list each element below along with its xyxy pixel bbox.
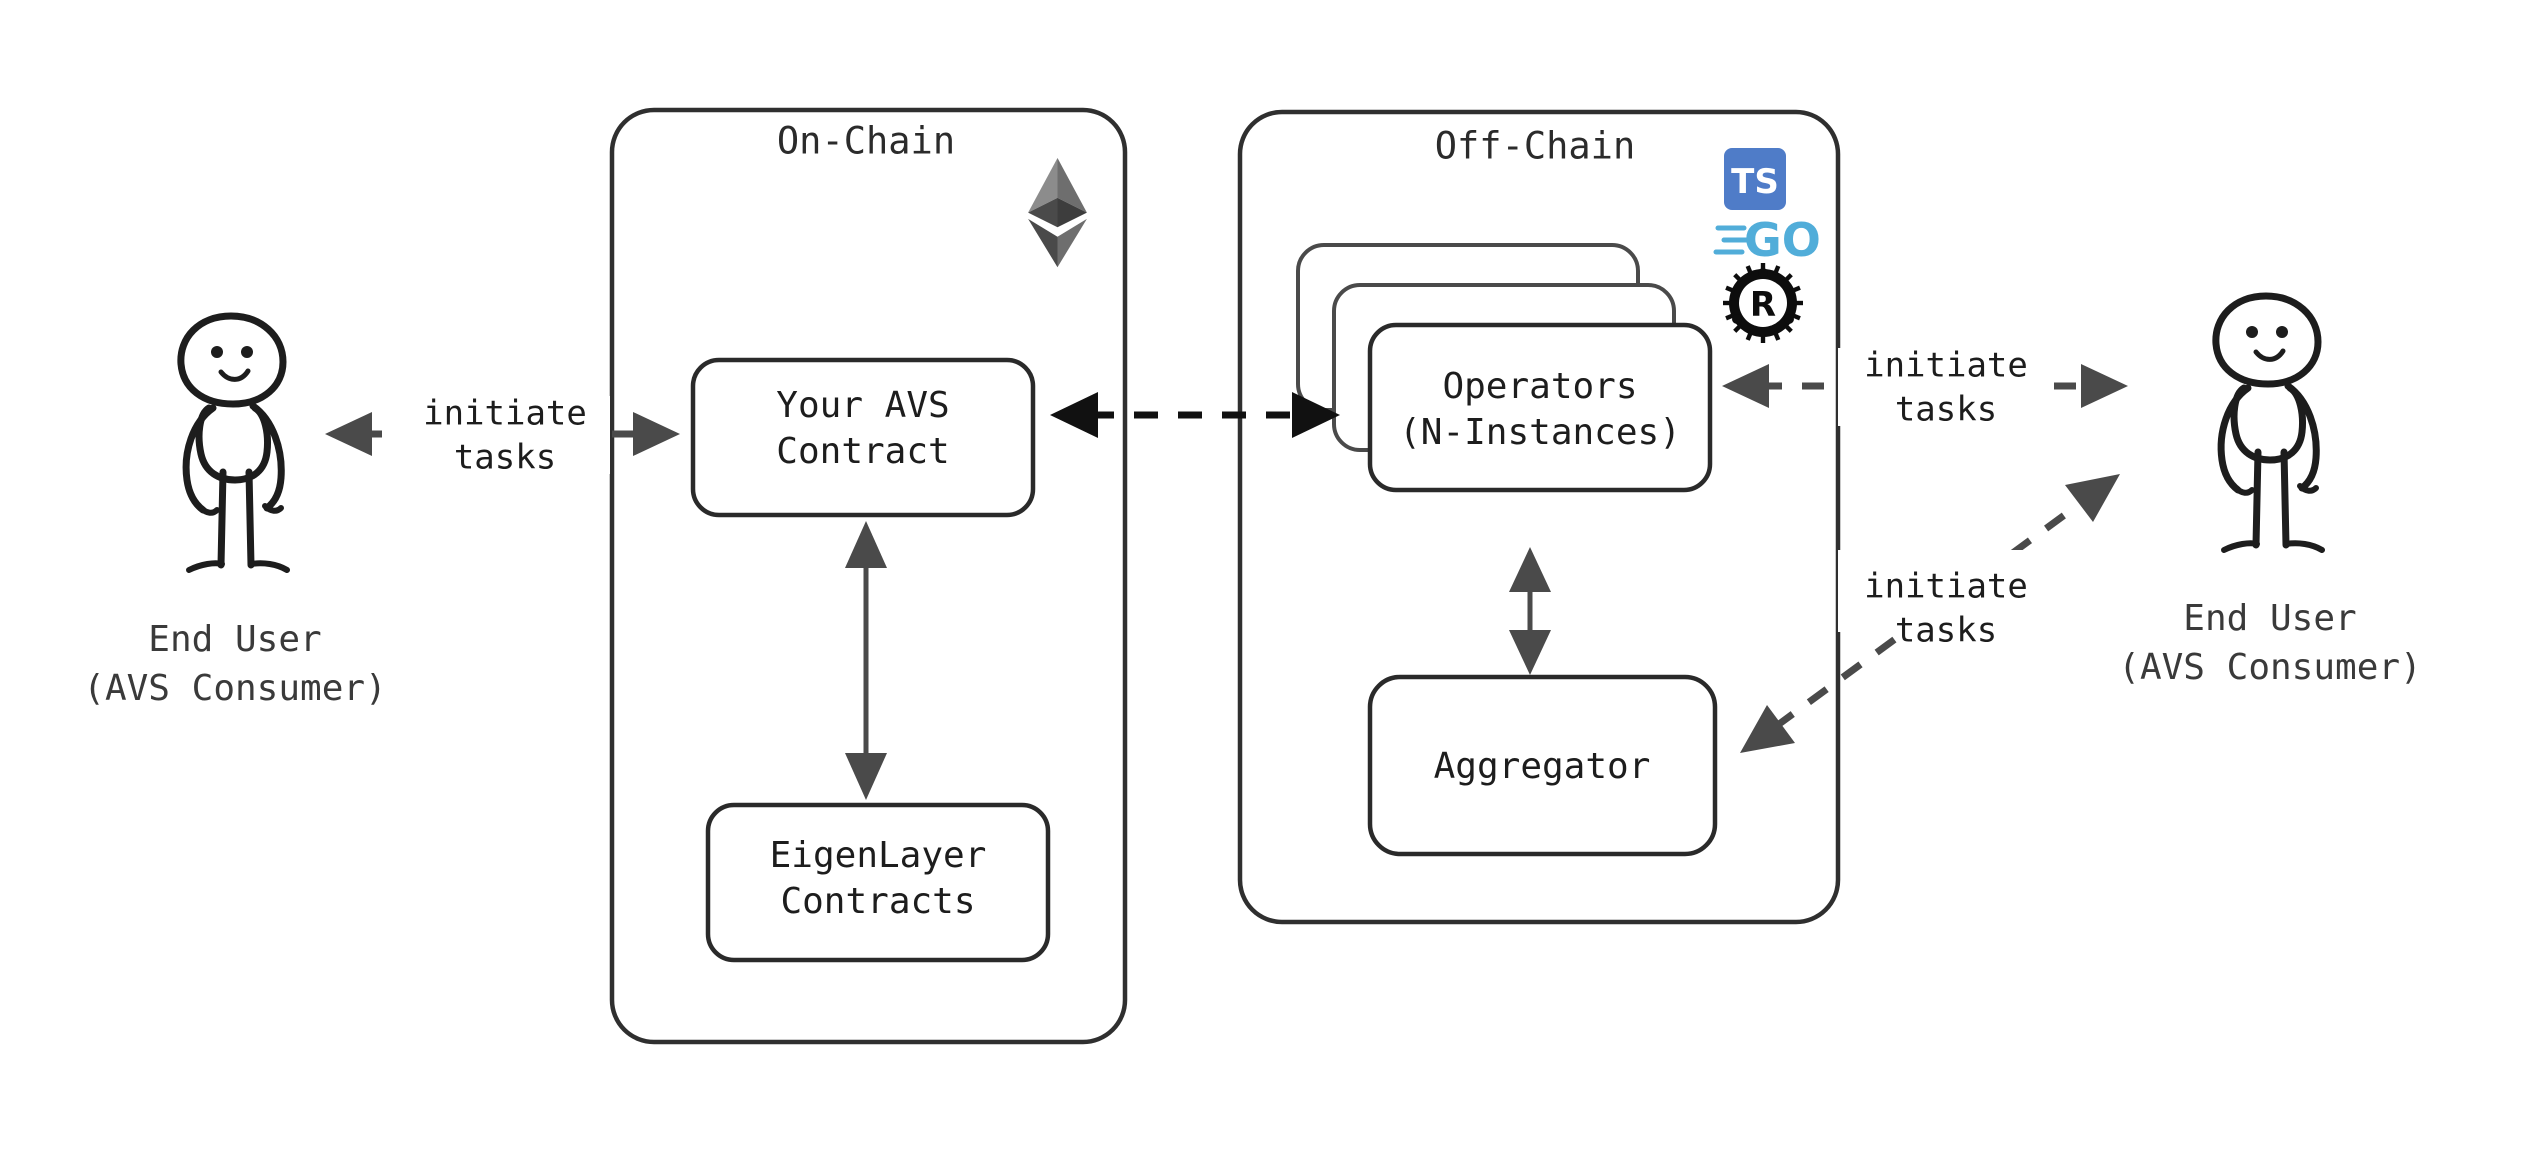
avatar-foot-right: [248, 560, 290, 573]
panel-on-chain-title: On-Chain: [777, 120, 955, 163]
node-your-avs-contract[interactable]: Your AVS Contract: [690, 357, 1036, 518]
avatar-arm-left: [2217, 384, 2252, 494]
avatar-eye-right: [2276, 326, 2288, 338]
node-eigenlayer-contracts-box[interactable]: [705, 802, 1051, 963]
panel-on-chain: On-Chain: [609, 107, 1128, 1045]
edge-left-user-to-avs: initiate tasks: [325, 394, 680, 478]
edge-left-user-to-avs-arrowhead-right: [633, 412, 680, 456]
edge-label-backing: [400, 396, 610, 474]
edge-avs-to-operators: [1050, 392, 1340, 438]
actor-end-user-right-line2: (AVS Consumer): [2118, 647, 2421, 688]
node-operators-box[interactable]: [1367, 322, 1713, 493]
panel-on-chain-border: [609, 107, 1128, 1045]
avatar-mouth: [2253, 348, 2286, 362]
edge-operators-to-aggregator-arrowhead-up: [1509, 547, 1551, 592]
go-logo-letters: GO: [1744, 213, 1821, 267]
node-eigenlayer-contracts-line1: EigenLayer: [770, 835, 987, 876]
edge-avs-to-eigenlayer-arrowhead-down: [845, 753, 887, 800]
typescript-logo-letters: TS: [1731, 162, 1779, 202]
edge-operators-to-right-user-label-line2: tasks: [1895, 390, 1997, 430]
edge-operators-to-aggregator: [1509, 547, 1551, 675]
avatar-hand-right: [262, 503, 284, 514]
avatar-body: [2230, 384, 2306, 464]
ethereum-logo: [1028, 158, 1087, 268]
node-aggregator-line1: Aggregator: [1434, 746, 1651, 787]
edge-operators-to-aggregator-arrowhead-down: [1509, 630, 1551, 675]
actor-end-user-right-line1: End User: [2183, 598, 2356, 639]
edge-aggregator-to-right-user-label-line2: tasks: [1895, 611, 1997, 651]
avatar-leg-left: [217, 468, 227, 569]
avatar-leg-right: [245, 468, 255, 569]
panel-off-chain-border: [1237, 109, 1841, 925]
avatar-foot-right: [2283, 540, 2325, 553]
avatar-head: [177, 312, 287, 408]
edge-avs-to-eigenlayer: [845, 521, 887, 800]
node-eigenlayer-contracts[interactable]: EigenLayer Contracts: [705, 802, 1051, 963]
edge-left-user-to-avs-label-line1: initiate: [423, 394, 587, 434]
edge-avs-to-operators-arrowhead-right: [1292, 392, 1340, 438]
avatar-arm-right: [249, 402, 285, 512]
node-aggregator-box[interactable]: [1367, 674, 1718, 857]
edge-aggregator-to-right-user: initiate tasks: [1740, 474, 2120, 753]
avatar-eye-left: [2246, 326, 2258, 338]
edge-operators-to-right-user-arrowhead-left: [1722, 364, 1769, 408]
node-operators-line2: (N-Instances): [1399, 412, 1681, 453]
edge-operators-to-right-user-arrowhead-right: [2081, 364, 2128, 408]
avatar-eye-right: [241, 346, 253, 358]
avatar-hand-left: [198, 505, 220, 516]
node-aggregator[interactable]: Aggregator: [1367, 674, 1718, 857]
go-logo: GO: [1713, 213, 1821, 267]
edge-left-user-to-avs-arrowhead-left: [325, 412, 372, 456]
panel-off-chain: Off-Chain: [1237, 109, 1841, 925]
edge-avs-to-eigenlayer-arrowhead-up: [845, 521, 887, 568]
actor-end-user-left-line1: End User: [148, 619, 321, 660]
edge-aggregator-to-right-user-label-line1: initiate: [1864, 567, 2028, 607]
avatar: [177, 312, 290, 573]
edge-aggregator-to-right-user-arrowhead-upper: [2065, 474, 2120, 522]
panel-off-chain-title: Off-Chain: [1435, 125, 1635, 168]
avatar-leg-left: [2252, 448, 2262, 549]
avatar-foot-left: [186, 560, 225, 573]
avatar-leg-right: [2280, 448, 2290, 549]
typescript-logo-bg: [1724, 148, 1786, 210]
rust-logo-letters: R: [1750, 285, 1776, 325]
edge-operators-to-right-user: initiate tasks: [1722, 346, 2128, 430]
edge-label-backing: [1838, 348, 2054, 426]
typescript-logo: TS: [1724, 148, 1786, 210]
avatar-mouth: [218, 368, 251, 382]
avatar-eye-left: [211, 346, 223, 358]
actor-end-user-right: End User (AVS Consumer): [2118, 292, 2422, 688]
actor-end-user-left-line2: (AVS Consumer): [83, 668, 386, 709]
node-your-avs-contract-line2: Contract: [776, 431, 949, 472]
node-operators-stack[interactable]: Operators (N-Instances): [1296, 243, 1713, 493]
avatar-arm-left: [182, 404, 217, 514]
avatar-head: [2212, 292, 2322, 388]
avatar-foot-left: [2221, 540, 2260, 553]
node-your-avs-contract-line1: Your AVS: [776, 385, 949, 426]
avatar-hand-left: [2233, 485, 2255, 496]
actor-end-user-left: End User (AVS Consumer): [83, 312, 387, 709]
avatar-arm-right: [2284, 382, 2320, 492]
node-your-avs-contract-box[interactable]: [690, 357, 1036, 518]
edge-avs-to-operators-arrowhead-left: [1050, 392, 1098, 438]
edge-aggregator-to-right-user-arrowhead-lower: [1740, 705, 1795, 753]
edge-label-backing: [1838, 550, 2054, 632]
avatar: [2212, 292, 2325, 553]
avatar-hand-right: [2297, 483, 2319, 494]
rust-logo: R: [1723, 263, 1803, 343]
edge-operators-to-right-user-label-line1: initiate: [1864, 346, 2028, 386]
node-operators-line1: Operators: [1442, 366, 1637, 407]
avatar-body: [195, 404, 271, 484]
edge-left-user-to-avs-label-line2: tasks: [454, 438, 556, 478]
node-eigenlayer-contracts-line2: Contracts: [780, 881, 975, 922]
